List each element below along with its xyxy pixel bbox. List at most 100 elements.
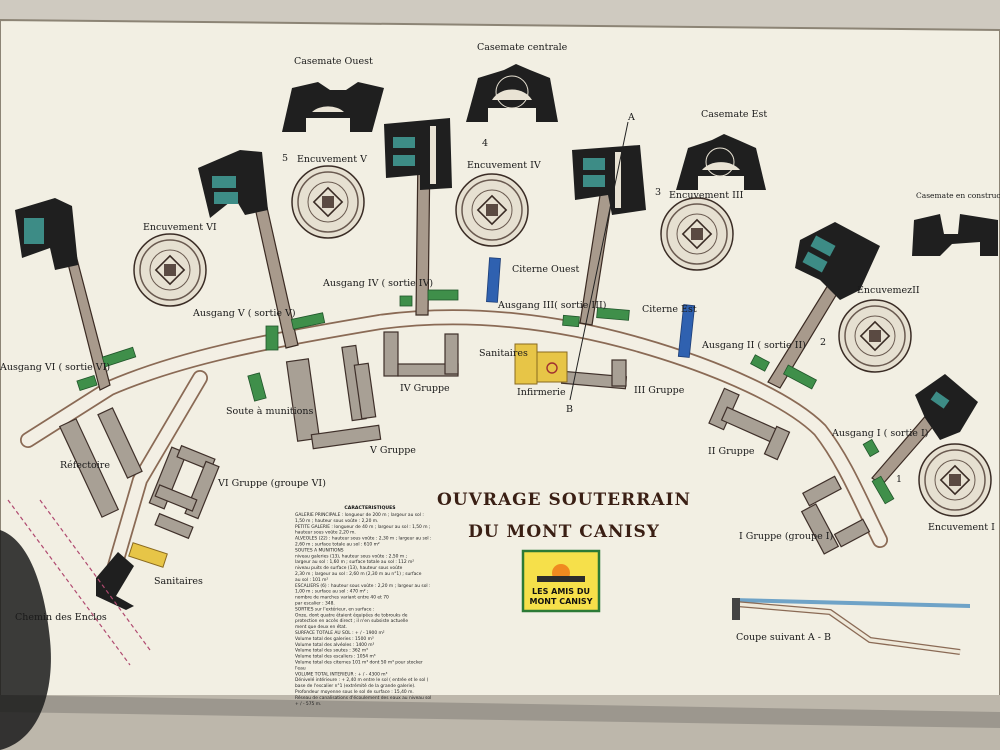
characteristics-line: Volume total des soutes : 362 m³ [295, 648, 368, 654]
label-exit-v: Ausgang V ( sortie V) [192, 308, 296, 319]
casemate-centrale-shape [466, 64, 558, 122]
label-group-iv: IV Gruppe [400, 383, 450, 394]
casemate-construction-shape [912, 214, 998, 256]
characteristics-line: + / - 575 m. [295, 701, 321, 707]
characteristics-line: nombre de marches variant entre 40 et 70 [295, 595, 389, 601]
logo-line-1: LES AMIS DU [532, 587, 590, 596]
characteristics-line: largeur au sol : 1,60 m ; surface totale… [295, 559, 414, 565]
title-line-2: DU MONT CANISY [468, 522, 660, 542]
label-casemate-construction: Casemate en construction [916, 191, 1000, 200]
cross-section-diagram [732, 598, 970, 655]
label-exit-i: Ausgang I ( sortie I) [831, 428, 928, 439]
characteristics-line: SOUTES A MUNITIONS [295, 547, 344, 553]
characteristics-line: Volume total des escaliers : 1054 m³ [295, 654, 376, 660]
encuvement-iv-pit [455, 173, 529, 247]
characteristics-line: SURFACE TOTALE AU SOL : + / - 1900 m² [295, 630, 385, 636]
map-labels: Casemate Ouest Casemate centrale Casemat… [0, 42, 1000, 643]
encuvement-i-pit [918, 443, 992, 517]
stair-shafts [61, 149, 946, 486]
label-group-ii: II Gruppe [708, 446, 755, 457]
label-casemate-ouest: Casemate Ouest [294, 56, 373, 67]
exit-bunkers [15, 118, 978, 440]
label-sanitaires-2: Sanitaires [154, 576, 203, 587]
characteristics-line: l'eau [295, 665, 306, 671]
characteristics-line: au sol : 101 m² [295, 577, 328, 583]
casemate-est-shape [676, 134, 766, 190]
characteristics-line: Dénivelé intérieure : + 2,40 m entre le … [295, 676, 429, 683]
number-1: 1 [896, 474, 902, 485]
label-group-v: V Gruppe [369, 445, 416, 456]
label-exit-iv: Ausgang IV ( sortie IV) [322, 278, 433, 289]
characteristics-line: PETITE GALERIE : longueur de 40 m ; larg… [295, 524, 430, 530]
characteristics-line: Onze, dont quatre étaient équipées de to… [295, 611, 408, 618]
number-2: 2 [820, 337, 826, 348]
label-casemate-centrale: Casemate centrale [477, 42, 568, 53]
characteristics-line: par escalier : 348. [295, 601, 335, 607]
label-encuvement-iv: Encuvement IV [467, 160, 541, 171]
casemates [282, 64, 998, 256]
characteristics-line: protection en accès direct ; il n'en sub… [295, 617, 408, 624]
characteristics-line: SORTIES sur l'extérieur, en surface : [295, 605, 374, 612]
number-5: 5 [282, 153, 288, 164]
label-group-vi: VI Gruppe (groupe VI) [217, 478, 326, 489]
encuvement-vi-pit [133, 233, 207, 307]
number-4: 4 [482, 138, 488, 149]
label-coupe: Coupe suivant A - B [736, 632, 831, 643]
characteristics-line: niveau galeries (13), hauteur sous voûte… [295, 552, 407, 559]
bunker-ii [795, 222, 880, 300]
encuvement-ii-pit [838, 299, 912, 373]
gun-pits [133, 165, 992, 517]
section-line-ab [569, 121, 629, 401]
bunker-iii [572, 145, 646, 215]
number-3: 3 [655, 187, 661, 198]
label-exit-iii: Ausgang III( sortie III) [497, 300, 606, 311]
chemin-path-2 [39, 499, 151, 651]
label-casemate-est: Casemate Est [701, 109, 767, 120]
characteristics-line: VOLUME TOTAL INTERIEUR : + / - 4300 m³ [295, 671, 388, 677]
chemin-path-1 [7, 499, 131, 666]
label-group-i: I Gruppe (groupe I) [739, 531, 833, 542]
characteristics-line: base de l'escalier n°1 (extrémité de la … [295, 682, 416, 689]
characteristics-block: CARACTERISTIQUES GALERIE PRINCIPALE : lo… [295, 505, 432, 707]
label-encuvement-i: Encuvement I [928, 522, 995, 533]
sanitaires-bunker [96, 552, 134, 610]
encuvement-v-pit [291, 165, 365, 239]
label-encuvement-v: Encuvement V [297, 154, 367, 165]
title-line-1: OUVRAGE SOUTERRAIN [437, 490, 691, 510]
photographer-shadow [0, 530, 51, 750]
characteristics-line: niveau puits de surface (13), hauteur so… [295, 564, 403, 571]
frame-bottom [0, 695, 1000, 728]
bunker-v [198, 150, 268, 218]
characteristics-line: 2,60 m ; surface totale au sol : 610 m² [295, 542, 380, 548]
characteristics-line: Volume total des galeries : 1500 m³ [295, 636, 374, 642]
casemate-ouest-shape [282, 82, 384, 132]
characteristics-line: 1,50 m ; hauteur sous voûte : 2,20 m. [295, 517, 378, 524]
label-citerne-est: Citerne Est [642, 304, 697, 315]
characteristics-line: Profondeur moyenne sous le sol de surfac… [295, 689, 414, 695]
marker-a: A [627, 112, 635, 123]
encuvement-iii-pit [660, 197, 734, 271]
ammo-stores [76, 289, 895, 505]
label-encuvement-iii: Encuvement III [669, 190, 744, 201]
characteristics-line: hauteur sous voûte 2,20 m. [295, 529, 356, 536]
label-exit-ii: Ausgang II ( sortie II) [701, 340, 806, 351]
logo-line-2: MONT CANISY [530, 597, 593, 606]
label-encuvement-ii: EncuvemezII [857, 285, 920, 296]
bunker-i [915, 374, 978, 440]
label-encuvement-vi: Encuvement VI [143, 222, 217, 233]
characteristics-line: ment que deux en état. [295, 623, 347, 630]
bunker-iv [384, 118, 452, 190]
logo-les-amis: LES AMIS DU MONT CANISY [521, 549, 601, 613]
label-sanitaires-1: Sanitaires [479, 348, 528, 359]
characteristics-line: Volume total des alvéoles : 1400 m³ [295, 641, 375, 648]
label-citerne-ouest: Citerne Ouest [512, 264, 579, 275]
label-infirmerie: Infirmerie [517, 387, 566, 398]
label-group-iii: III Gruppe [634, 385, 685, 396]
characteristics-line: ALVEOLES (22) : hauteur sous voûte : 2,3… [295, 535, 432, 542]
cisterns [128, 257, 696, 568]
characteristics-line: 1,00 m ; surface au sol : 470 m² ; [295, 589, 368, 595]
label-chemin: Chemin des Enclos [15, 612, 107, 623]
label-refectoire: Réfectoire [60, 460, 110, 471]
characteristics-line: Réseau de canalisations d'écoulement des… [295, 694, 431, 701]
